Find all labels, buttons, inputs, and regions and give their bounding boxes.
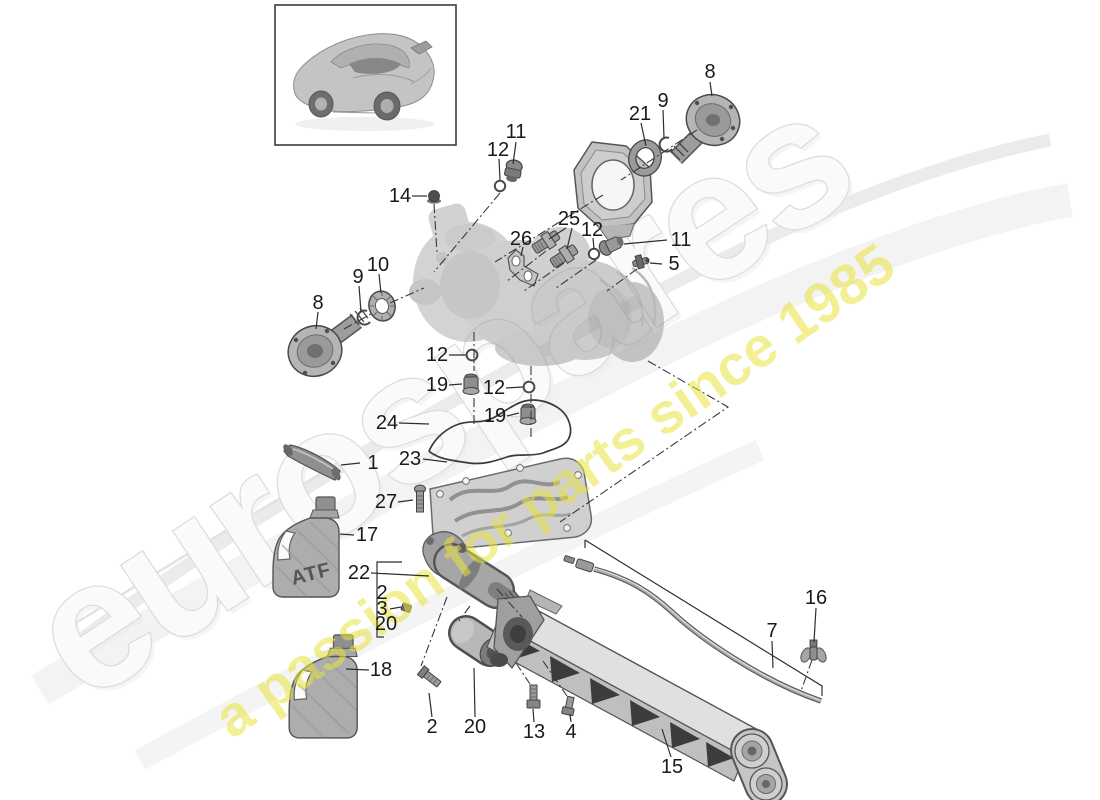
brand-watermark: eurospares eurospares <box>0 52 887 741</box>
part-label-20: 20 <box>464 716 486 738</box>
part-label-8: 8 <box>704 61 715 83</box>
screw-plug-right <box>519 403 537 425</box>
part-label-2: 2 <box>376 582 387 604</box>
car-thumbnail <box>274 4 457 146</box>
part-label-4: 4 <box>565 721 576 743</box>
part-label-24: 24 <box>376 412 398 434</box>
bolt-13 <box>526 684 541 709</box>
bolt-4 <box>561 695 575 717</box>
screw-27 <box>414 484 426 513</box>
part-label-22: 22 <box>348 562 370 584</box>
breather-valve <box>427 190 441 204</box>
hose <box>283 444 341 481</box>
part-label-27: 27 <box>375 491 397 513</box>
tube-clip <box>800 639 827 663</box>
part-label-9: 9 <box>352 266 363 288</box>
output-flange-top <box>669 93 741 165</box>
part-label-14: 14 <box>389 185 411 207</box>
clamp <box>632 254 650 270</box>
part-label-9: 9 <box>657 90 668 112</box>
part-label-25: 25 <box>558 208 580 230</box>
snap-ring-left <box>356 309 371 326</box>
part-label-17: 17 <box>356 524 378 546</box>
part-label-26: 26 <box>510 228 532 250</box>
o-ring-top <box>493 179 507 193</box>
o-ring-drain-right <box>522 380 536 394</box>
screw-plug-left <box>462 373 480 395</box>
car-illustration <box>293 33 435 131</box>
stud-bolt-b <box>549 244 579 268</box>
oil-pump <box>422 531 521 609</box>
leader-lines <box>315 81 823 758</box>
shaft-seal-left <box>368 290 396 322</box>
part-label-23: 23 <box>399 448 421 470</box>
part-label-16: 16 <box>805 587 827 609</box>
part-label-11: 11 <box>506 121 527 143</box>
oil-cooler-plate <box>429 457 593 550</box>
banjo-bolt-top <box>504 159 523 182</box>
atf-bottle-17: ATF <box>272 496 340 598</box>
part-label-19: 19 <box>484 405 506 427</box>
part-label-2: 2 <box>426 716 437 738</box>
retaining-plate <box>507 249 539 287</box>
part-label-15: 15 <box>661 756 683 778</box>
snap-ring-top <box>658 136 673 153</box>
part-label-11: 11 <box>671 229 692 251</box>
part-label-1: 1 <box>367 452 378 474</box>
banjo-bolt-right <box>598 236 624 256</box>
part-label-10: 10 <box>367 254 389 276</box>
transmission-support <box>486 589 788 800</box>
o-ring-drain-left <box>465 348 479 362</box>
part-label-21: 21 <box>629 103 651 125</box>
part-label-12: 12 <box>426 344 448 366</box>
part-label-3: 3 <box>376 598 387 620</box>
nut-3 <box>400 602 412 613</box>
bolt-2 <box>416 665 442 688</box>
part-label-7: 7 <box>766 620 777 642</box>
part-label-8: 8 <box>312 292 323 314</box>
part-label-13: 13 <box>523 721 545 743</box>
shaft-seal-top <box>628 139 662 177</box>
part-label-12: 12 <box>483 377 505 399</box>
part-label-18: 18 <box>370 659 392 681</box>
differential-housing <box>409 203 664 366</box>
gasket <box>428 399 572 465</box>
part-label-19: 19 <box>426 374 448 396</box>
part-label-12: 12 <box>487 139 509 161</box>
oil-tube <box>563 555 822 704</box>
output-flange-left <box>287 307 369 377</box>
assembly-axis-lines <box>343 129 813 697</box>
part-label-12: 12 <box>581 219 603 241</box>
part-label-20: 20 <box>375 613 397 635</box>
part-label-5: 5 <box>668 253 679 275</box>
